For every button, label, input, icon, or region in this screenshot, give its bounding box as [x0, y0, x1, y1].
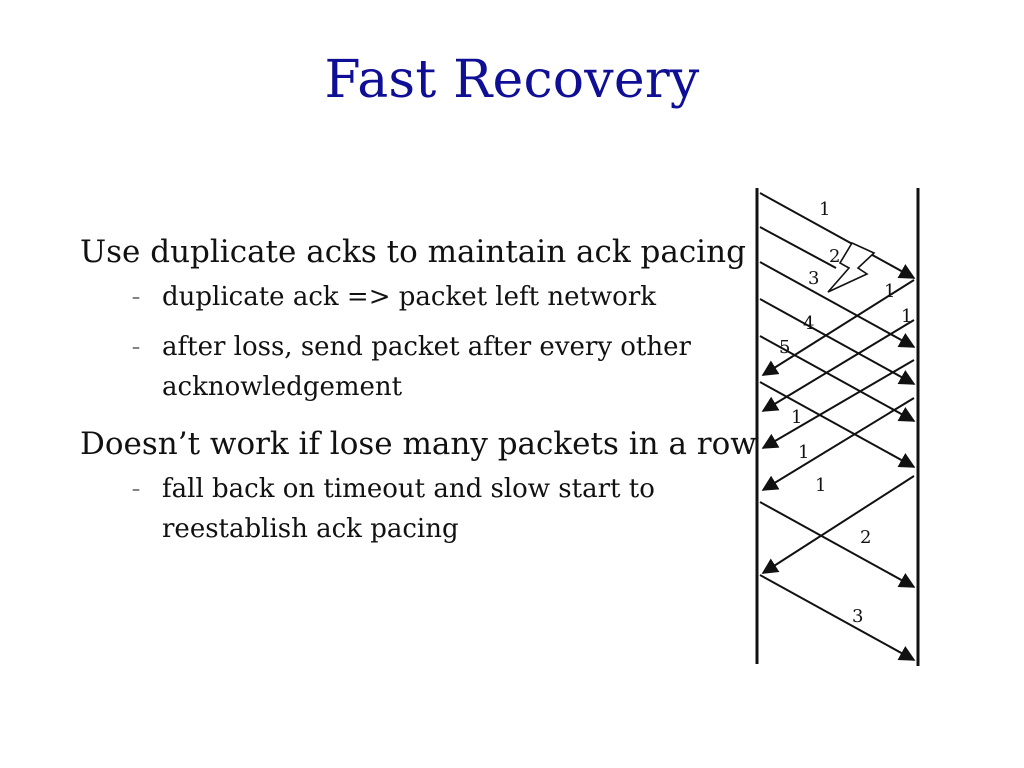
- ack-label-5: 1: [815, 475, 826, 496]
- sub-bullet-1-2: – after loss, send packet after every ot…: [80, 327, 760, 407]
- ack-line: [761, 397, 915, 491]
- data-label-5: 5: [779, 337, 790, 358]
- ack-line: [761, 359, 915, 449]
- data-packet-5: [759, 335, 916, 422]
- sub-bullet-text: duplicate ack => packet left network: [162, 282, 657, 312]
- ack-line: [761, 319, 915, 412]
- ack-line: [761, 475, 915, 574]
- data-packet-4: [759, 298, 916, 385]
- retransmit-label-3: 3: [852, 606, 863, 627]
- retransmit-label-2: 2: [860, 527, 871, 548]
- sub-bullet-text: fall back on timeout and slow start to r…: [162, 474, 655, 544]
- ack-label-4: 1: [798, 442, 809, 463]
- ack-label-3: 1: [791, 407, 802, 428]
- retransmit-packet-2: [759, 501, 916, 588]
- ack-label-1: 1: [884, 281, 895, 302]
- data-packet-1: [759, 192, 916, 279]
- data-packet-3: [759, 261, 916, 348]
- ack-label-2: 1: [901, 306, 912, 327]
- retransmit-packet-3: [759, 574, 916, 661]
- slide-title: Fast Recovery: [324, 50, 700, 110]
- ack-packets: [761, 279, 915, 574]
- bullet-list: Use duplicate acks to maintain ack pacin…: [80, 229, 760, 559]
- data-packets: [759, 192, 916, 661]
- packet-labels: 1 2 3 4 5 1 1 1 1 1 2 3: [779, 199, 912, 627]
- data-packet-6: [759, 381, 916, 468]
- data-label-3: 3: [808, 268, 819, 289]
- dash-marker: –: [132, 479, 140, 498]
- lightning-loss-icon: [827, 241, 876, 293]
- dash-marker: –: [132, 287, 140, 306]
- sub-bullet-2-1: – fall back on timeout and slow start to…: [80, 469, 760, 549]
- bullet-1: Use duplicate acks to maintain ack pacin…: [80, 234, 746, 270]
- bullet-2: Doesn’t work if lose many packets in a r…: [80, 426, 757, 462]
- data-label-4: 4: [803, 313, 814, 334]
- data-label-1: 1: [819, 199, 830, 220]
- sub-bullet-1-1: – duplicate ack => packet left network: [80, 277, 760, 317]
- sub-bullet-text: after loss, send packet after every othe…: [162, 332, 691, 402]
- ack-line: [761, 279, 915, 376]
- data-packet-2-lost: [759, 226, 837, 269]
- data-label-2: 2: [829, 246, 840, 267]
- dash-marker: –: [132, 337, 140, 356]
